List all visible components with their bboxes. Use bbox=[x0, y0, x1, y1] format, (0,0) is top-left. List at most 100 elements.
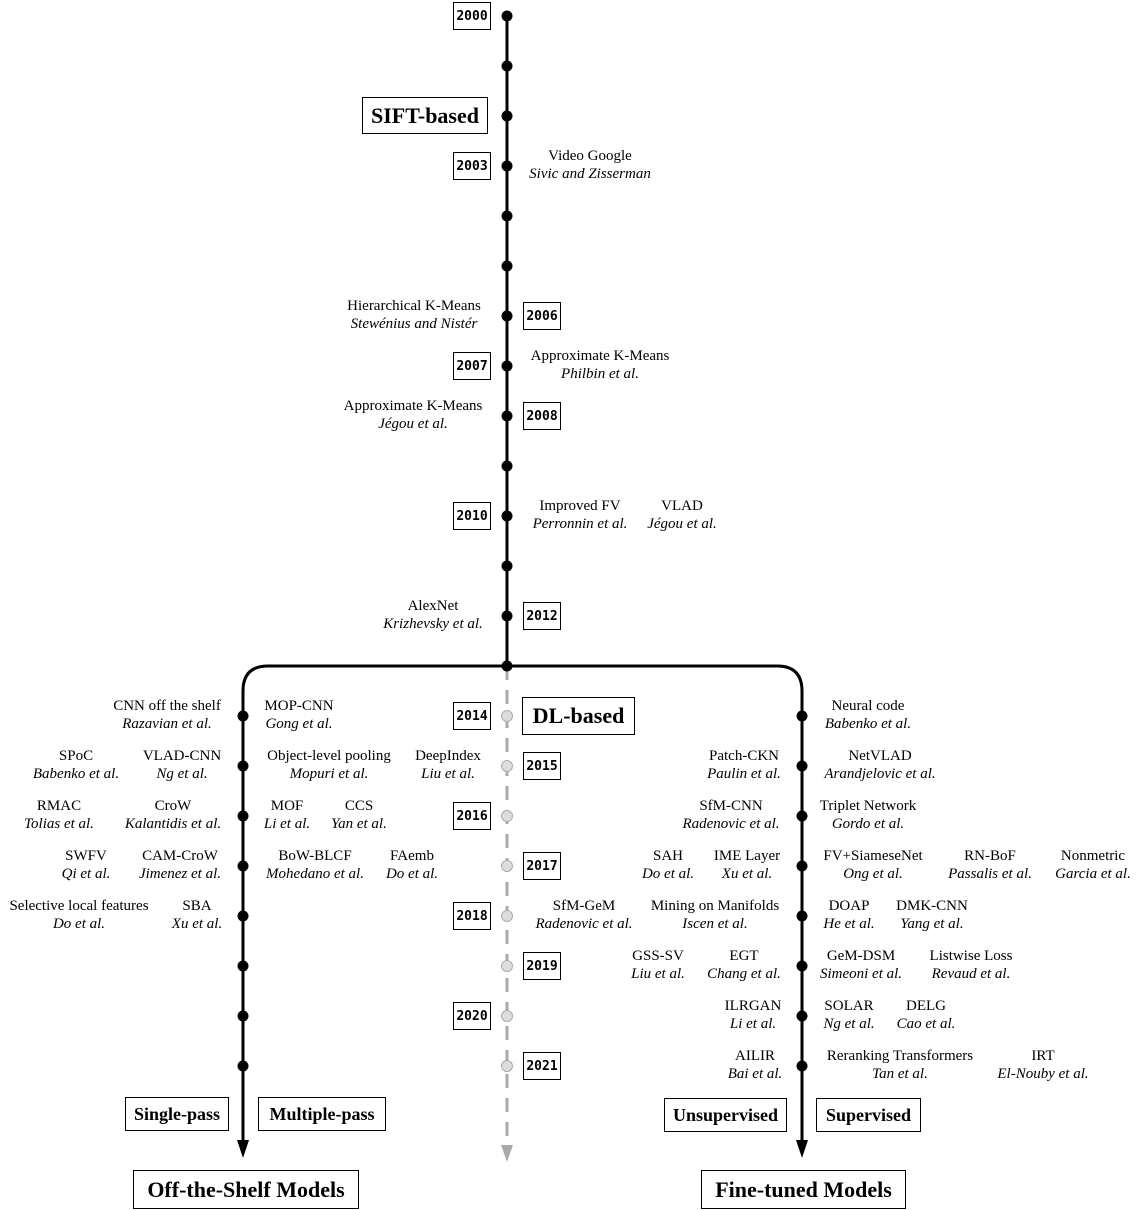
year-label: 2012 bbox=[523, 602, 561, 630]
method-name: DOAP bbox=[828, 898, 870, 914]
year-label: 2021 bbox=[523, 1052, 561, 1080]
method-authors: Ng et al. bbox=[156, 766, 208, 782]
year-label: 2003 bbox=[453, 152, 491, 180]
method-authors: Kalantidis et al. bbox=[124, 816, 222, 832]
timeline-dot bbox=[237, 960, 249, 972]
timeline-dot bbox=[237, 1060, 249, 1072]
method-name: CroW bbox=[154, 798, 192, 814]
method-authors: Qi et al. bbox=[61, 866, 111, 882]
method-name: Video Google bbox=[548, 148, 632, 164]
year-label: 2007 bbox=[453, 352, 491, 380]
method-authors: Li et al. bbox=[729, 1016, 777, 1032]
method-name: AlexNet bbox=[407, 598, 459, 614]
method-authors: Philbin et al. bbox=[561, 366, 639, 382]
method-authors: Iscen et al. bbox=[682, 916, 748, 932]
timeline-dot bbox=[237, 760, 249, 772]
method-name: Nonmetric bbox=[1060, 848, 1126, 864]
timeline-dot-gray bbox=[501, 710, 513, 722]
method-entry: IRT El-Nouby et al. bbox=[997, 1047, 1088, 1083]
method-name: Triplet Network bbox=[819, 798, 917, 814]
method-authors: Liu et al. bbox=[631, 966, 685, 982]
method-entry: CAM-CroW Jimenez et al. bbox=[139, 847, 221, 883]
timeline-dot bbox=[237, 860, 249, 872]
method-authors: Liu et al. bbox=[421, 766, 475, 782]
left-arrow-head bbox=[237, 1140, 249, 1158]
method-authors: Xu et al. bbox=[171, 916, 223, 932]
timeline-dot bbox=[501, 460, 513, 472]
method-name: SfM-CNN bbox=[699, 798, 763, 814]
method-authors: Radenovic et al. bbox=[682, 816, 780, 832]
method-entry: ILRGAN Li et al. bbox=[725, 997, 782, 1033]
method-authors: Xu et al. bbox=[721, 866, 773, 882]
era-label-sift: SIFT-based bbox=[362, 97, 488, 134]
method-name: MOF bbox=[270, 798, 304, 814]
timeline-dot bbox=[501, 510, 513, 522]
timeline-dot bbox=[237, 910, 249, 922]
label-off-the-shelf-models: Off-the-Shelf Models bbox=[133, 1170, 359, 1209]
method-authors: Jégou et al. bbox=[647, 516, 717, 532]
center-arrow-head bbox=[501, 1145, 513, 1162]
timeline-dot-gray bbox=[501, 910, 513, 922]
method-authors: Jégou et al. bbox=[378, 416, 448, 432]
timeline-dot-gray bbox=[501, 810, 513, 822]
right-branch-line bbox=[507, 664, 804, 1140]
method-name: IRT bbox=[1031, 1048, 1055, 1064]
method-authors: Mopuri et al. bbox=[289, 766, 369, 782]
method-authors: Revaud et al. bbox=[931, 966, 1011, 982]
year-label: 2014 bbox=[453, 702, 491, 730]
method-name: Reranking Transformers bbox=[826, 1048, 974, 1064]
method-name: SfM-GeM bbox=[552, 898, 616, 914]
method-authors: Babenko et al. bbox=[32, 766, 120, 782]
timeline-dot bbox=[501, 410, 513, 422]
method-authors: Garcia et al. bbox=[1055, 866, 1131, 882]
method-authors: Jimenez et al. bbox=[138, 866, 222, 882]
label-supervised: Supervised bbox=[816, 1098, 921, 1132]
year-label: 2020 bbox=[453, 1002, 491, 1030]
method-authors: Gordo et al. bbox=[831, 816, 905, 832]
method-authors: Chang et al. bbox=[707, 966, 781, 982]
timeline-dot-gray bbox=[501, 760, 513, 772]
method-name: Object-level pooling bbox=[267, 748, 391, 764]
method-authors: Do et al. bbox=[385, 866, 439, 882]
method-name: EGT bbox=[729, 948, 759, 964]
method-name: VLAD bbox=[661, 498, 703, 514]
label-fine-tuned-models: Fine-tuned Models bbox=[701, 1170, 906, 1209]
timeline-dot bbox=[501, 360, 513, 372]
method-entry: EGT Chang et al. bbox=[707, 947, 781, 983]
method-name: GeM-DSM bbox=[826, 948, 896, 964]
method-authors: Bai et al. bbox=[727, 1066, 783, 1082]
method-entry: SfM-CNN Radenovic et al. bbox=[682, 797, 779, 833]
method-authors: Ong et al. bbox=[843, 866, 903, 882]
method-name: CAM-CroW bbox=[142, 848, 218, 864]
method-authors: El-Nouby et al. bbox=[997, 1066, 1089, 1082]
timeline-dot-gray bbox=[501, 1060, 513, 1072]
year-label: 2000 bbox=[453, 2, 491, 30]
year-label: 2006 bbox=[523, 302, 561, 330]
year-label: 2016 bbox=[453, 802, 491, 830]
method-authors: Razavian et al. bbox=[122, 716, 212, 732]
timeline-dot bbox=[501, 60, 513, 72]
method-name: ILRGAN bbox=[724, 998, 782, 1014]
method-name: RMAC bbox=[36, 798, 82, 814]
method-name: Mining on Manifolds bbox=[650, 898, 780, 914]
